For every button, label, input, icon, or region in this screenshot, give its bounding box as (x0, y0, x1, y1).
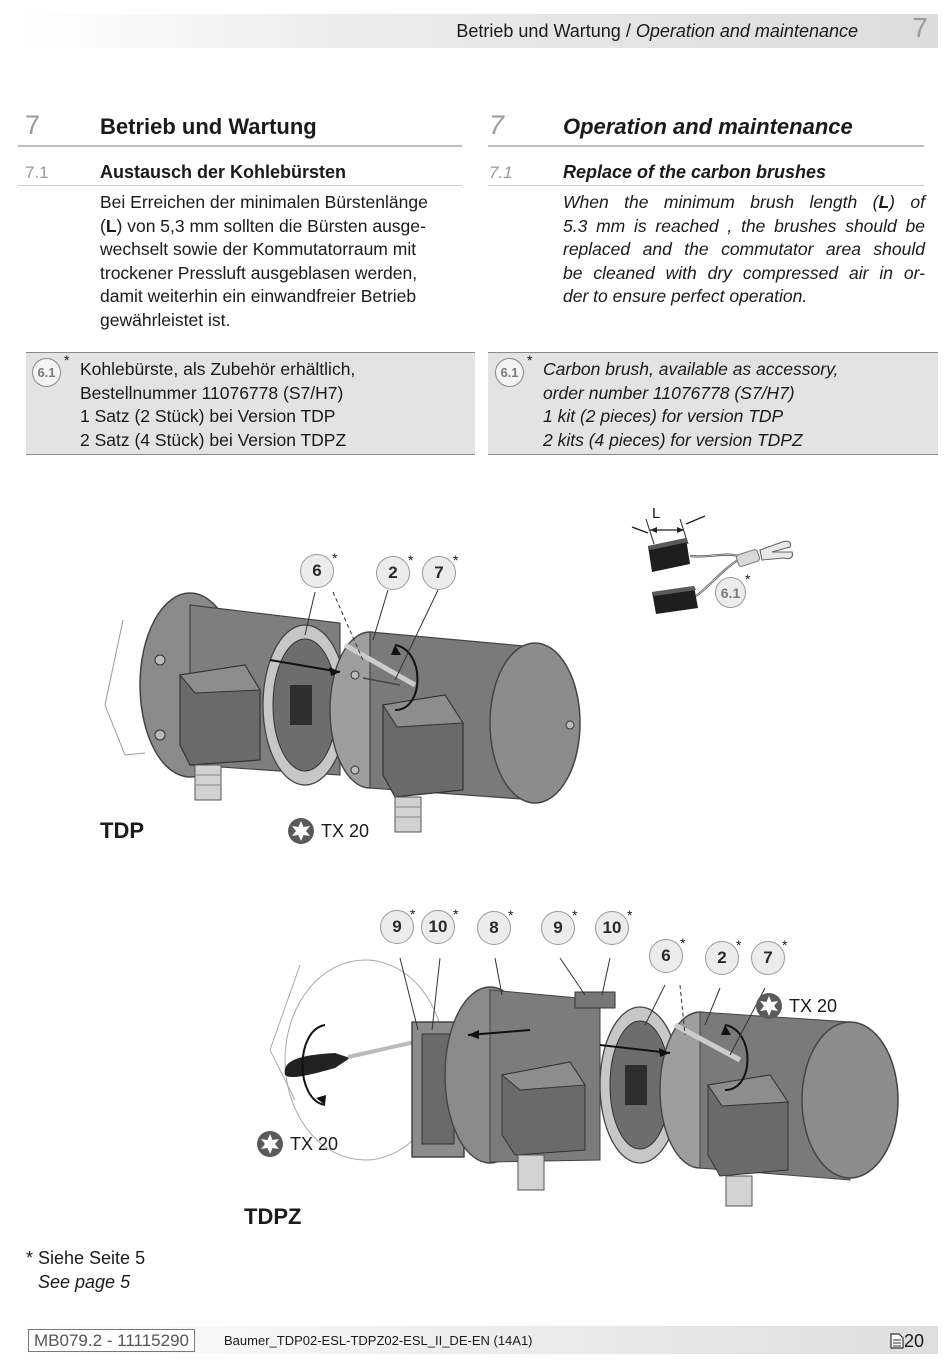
paragraph-de-line: Bei Erreichen der minimalen Bürstenlänge (100, 192, 428, 212)
paragraph-de-line: gewährleistet ist. (100, 309, 231, 330)
paragraph-en-line: When the minimum brush length (L) of (563, 192, 925, 212)
callout-7: 7 (751, 941, 785, 975)
callout-star: * (453, 906, 459, 922)
figure-label-tdpz: TDPZ (244, 1204, 302, 1229)
tool-label-tdpz-left: TX 20 (290, 1134, 339, 1154)
footer-doc-number: MB079.2 - 11115290 (28, 1329, 196, 1352)
note-line-de: Kohlebürste, als Zubehör erhältlich, (80, 359, 356, 379)
header-chapter-number: 7 (912, 12, 928, 43)
section-rule-en (488, 145, 924, 147)
note-badge-de: 6.1 (32, 358, 61, 387)
torx-icon (288, 818, 314, 844)
callout-star: * (572, 907, 578, 923)
paragraph-en: When the minimum brush length (L) of 5.3… (563, 191, 925, 309)
callout-star: * (627, 907, 633, 923)
note-text-de: Kohlebürste, als Zubehör erhältlich, Bes… (80, 358, 355, 452)
callout-10: 10 (595, 911, 629, 945)
tdp-encoder-illustration (104, 589, 581, 833)
tdpz-encoder-illustration (269, 957, 899, 1207)
callout-star: * (745, 571, 751, 587)
paragraph-de: Bei Erreichen der minimalen Bürstenlänge… (100, 191, 465, 333)
paragraph-de-line: damit weiterhin ein einwandfreier Betrie… (100, 286, 417, 307)
note-star-de: * (64, 352, 70, 368)
page-number: 20 (903, 1331, 924, 1351)
note-line-de: 2 Satz (4 Stück) bei Version TDPZ (80, 429, 347, 450)
paragraph-de-line: (L) von 5,3 mm sollten die Bürsten ausge… (100, 215, 426, 236)
callout-10: 10 (421, 910, 455, 944)
torx-icon (756, 993, 782, 1019)
paragraph-en-line: 5.3 mm is reached , the brushes should b… (563, 215, 925, 236)
subsection-number-en: 7.1 (489, 163, 513, 182)
subsection-number-de: 7.1 (25, 163, 49, 182)
callout-2: 2 (705, 941, 739, 975)
callout-star: * (332, 550, 338, 566)
paragraph-en-line: be cleaned with dry compressed air in or… (563, 262, 925, 283)
paragraph-en-line: replaced and the commutator area should (563, 239, 925, 260)
callout-6: 6 (300, 554, 334, 588)
note-box-en (488, 352, 938, 455)
tool-label-tdpz-right: TX 20 (789, 996, 838, 1016)
callout-star: * (508, 907, 514, 923)
note-box-de (26, 352, 475, 455)
subsection-rule-de (18, 185, 462, 186)
header-title: Betrieb und Wartung / Operation and main… (456, 21, 858, 41)
section-title-de: Betrieb und Wartung (100, 114, 317, 139)
note-badge-en: 6.1 (495, 358, 524, 387)
note-line-de: Bestellnummer 11076778 (S7/H7) (80, 382, 344, 403)
footnote-en: See page 5 (38, 1272, 131, 1292)
note-line-en: Carbon brush, available as accessory, (543, 359, 839, 379)
header-bar (18, 14, 938, 48)
subsection-title-de: Austausch der Kohlebürsten (100, 162, 347, 182)
callout-7: 7 (422, 556, 456, 590)
callout-star: * (736, 937, 742, 953)
tool-label-tdp: TX 20 (321, 821, 370, 841)
note-star-en: * (527, 352, 533, 368)
footnote-de: * Siehe Seite 5 (26, 1248, 146, 1268)
callout-star: * (453, 552, 459, 568)
callout-9: 9 (380, 910, 414, 944)
note-line-en: order number 11076778 (S7/H7) (543, 382, 795, 403)
section-rule-de (18, 145, 462, 147)
section-title-en: Operation and maintenance (563, 114, 853, 139)
callout-star: * (408, 552, 414, 568)
callout-6-1: 6.1 (715, 577, 746, 608)
callout-9: 9 (541, 911, 575, 945)
note-line-en: 1 kit (2 pieces) for version TDP (543, 406, 784, 427)
note-line-en: 2 kits (4 pieces) for version TDPZ (543, 429, 803, 450)
subsection-title-en: Replace of the carbon brushes (563, 162, 827, 182)
note-line-de: 1 Satz (2 Stück) bei Version TDP (80, 406, 336, 427)
dimension-label: L (652, 505, 661, 522)
torx-icon (257, 1131, 283, 1157)
paragraph-de-line: wechselt sowie der Kommutatorraum mit (100, 239, 417, 260)
figure-label-tdp: TDP (100, 818, 144, 843)
callout-star: * (680, 935, 686, 951)
callout-2: 2 (376, 556, 410, 590)
paragraph-de-line: trockener Pressluft ausgeblasen werden, (100, 262, 418, 283)
carbon-brush-illustration (631, 515, 794, 614)
footer-page: 20 (890, 1331, 924, 1352)
section-number-de: 7 (25, 110, 41, 140)
paragraph-en-line: der to ensure perfect operation. (563, 286, 808, 307)
footnote: * Siehe Seite 5 See page 5 (26, 1246, 145, 1294)
callout-star: * (782, 937, 788, 953)
section-number-en: 7 (489, 110, 505, 140)
callout-star: * (410, 906, 416, 922)
note-text-en: Carbon brush, available as accessory, or… (543, 358, 838, 452)
document-icon (890, 1333, 904, 1349)
callout-6: 6 (649, 939, 683, 973)
callout-8: 8 (477, 911, 511, 945)
subsection-rule-en (488, 185, 924, 186)
footer-file-name: Baumer_TDP02-ESL-TDPZ02-ESL_II_DE-EN (14… (224, 1333, 533, 1348)
